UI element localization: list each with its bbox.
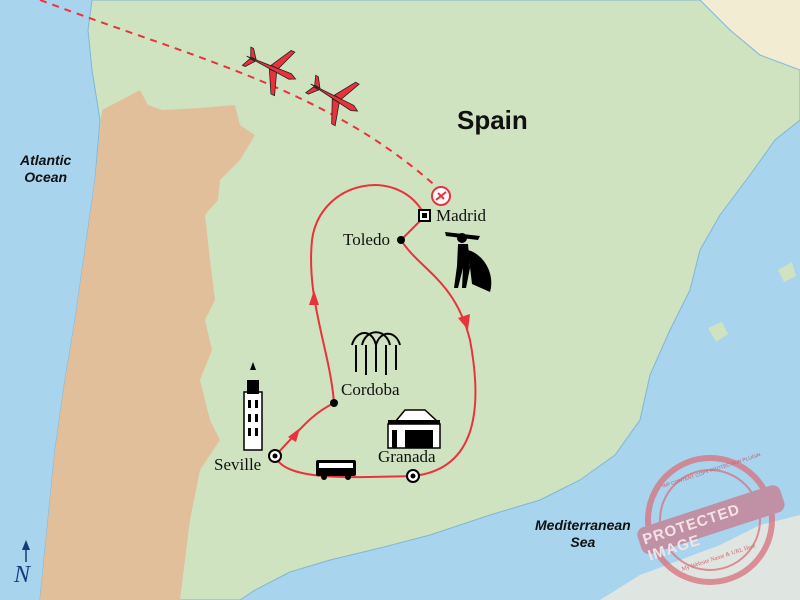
bus-icon xyxy=(316,460,356,480)
city-label-madrid[interactable]: Madrid xyxy=(436,206,487,225)
balearic-island xyxy=(778,262,796,282)
france-land xyxy=(700,0,800,70)
cordoba-marker[interactable] xyxy=(330,399,338,407)
north-label: N xyxy=(14,562,31,588)
airplane-icon xyxy=(305,74,360,127)
balearic-island xyxy=(708,322,728,342)
giralda-tower-icon xyxy=(243,362,263,451)
alhambra-building-icon xyxy=(387,409,441,449)
watermark-stamp xyxy=(637,455,785,585)
sea-label-atlantic: Atlantic Ocean xyxy=(20,152,71,186)
bullfighter-icon xyxy=(445,232,492,292)
sea-label-line: Sea xyxy=(570,534,596,550)
flight-path xyxy=(39,0,441,191)
sea-label-line: Mediterranean xyxy=(535,517,631,533)
sea-label-line: Atlantic xyxy=(20,152,72,168)
sea-label-mediterranean: Mediterranean Sea xyxy=(535,517,631,551)
sea-label-line: Ocean xyxy=(24,169,68,185)
route-arrow xyxy=(309,290,319,305)
route-arrow xyxy=(288,428,300,442)
toledo-marker[interactable] xyxy=(397,236,405,244)
route-arrow xyxy=(458,314,470,330)
africa-land xyxy=(600,515,800,600)
city-label-toledo[interactable]: Toledo xyxy=(343,230,390,249)
city-label-cordoba[interactable]: Cordoba xyxy=(341,380,400,399)
city-label-granada[interactable]: Granada xyxy=(378,447,436,466)
airplane-icon xyxy=(241,46,297,97)
portugal-land xyxy=(40,90,255,600)
mezquita-icon xyxy=(351,331,401,375)
airport-icon xyxy=(431,186,451,206)
city-label-seville[interactable]: Seville xyxy=(214,455,262,474)
country-label-spain: Spain xyxy=(457,105,528,135)
north-arrow-icon xyxy=(22,540,30,562)
